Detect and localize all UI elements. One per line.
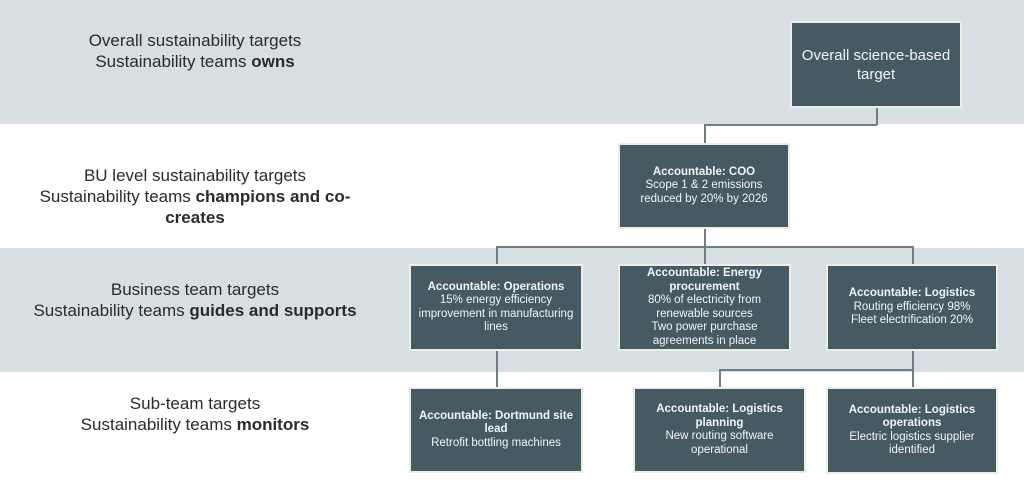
- band-label-line2: Sustainability teams champions and co-: [0, 186, 390, 207]
- node-title: Accountable: Dortmund site lead: [419, 409, 573, 436]
- node-line: Two power purchase: [651, 321, 758, 333]
- node-title: Accountable: COO: [652, 165, 756, 178]
- band-label-prefix: Sustainability teams: [39, 187, 196, 206]
- band-label-role: guides and supports: [189, 301, 357, 320]
- connector-coo-up: [704, 124, 706, 144]
- band-label-line2: Sustainability teams monitors: [0, 414, 390, 435]
- node-dortmund-site-lead: Accountable: Dortmund site lead Retrofit…: [409, 387, 583, 473]
- band-label-business-team: Business team targets Sustainability tea…: [0, 279, 390, 321]
- band-label-prefix: Sustainability teams: [95, 52, 252, 71]
- node-line: 80% of electricity from: [647, 294, 762, 306]
- node-line: Retrofit bottling machines: [431, 436, 561, 449]
- node-line: lines: [484, 321, 508, 333]
- band-label-line1: Business team targets: [110, 280, 280, 299]
- band-label-line2: Sustainability teams guides and supports: [0, 300, 390, 321]
- connector-overall-down: [876, 107, 878, 125]
- band-label-line3: creates: [0, 207, 390, 228]
- node-logistics: Accountable: Logistics Routing efficienc…: [826, 264, 998, 351]
- node-line: Overall science-based: [801, 46, 951, 64]
- node-line: reduced by 20% by 2026: [640, 192, 768, 205]
- band-label-line1: Overall sustainability targets: [88, 31, 302, 50]
- node-line: agreements in place: [652, 334, 757, 347]
- node-line: Routing efficiency 98%: [853, 300, 971, 313]
- node-line: Electric logistics supplier: [849, 430, 975, 443]
- node-line: New routing software: [665, 430, 774, 442]
- band-label-bu-level: BU level sustainability targets Sustaina…: [0, 165, 390, 228]
- node-title: Accountable: Logistics planning: [656, 403, 783, 429]
- connector-operations-dortmund: [496, 350, 498, 388]
- connector-logistics-sub-horizontal: [719, 369, 913, 371]
- node-overall-science-based-target: Overall science-based target: [790, 21, 962, 108]
- node-line: Fleet electrification 20%: [850, 314, 974, 327]
- connector-logistics-up: [912, 246, 914, 265]
- node-line: 15% energy efficiency: [439, 294, 553, 306]
- band-label-role: monitors: [236, 415, 310, 434]
- node-coo: Accountable: COO Scope 1 & 2 emissions r…: [618, 143, 790, 229]
- node-line: target: [856, 65, 896, 83]
- connector-logistics-planning-up: [719, 369, 721, 388]
- band-label-line2: Sustainability teams owns: [0, 51, 390, 72]
- band-label-role: champions and co-: [195, 187, 351, 206]
- band-label-overall: Overall sustainability targets Sustainab…: [0, 30, 390, 72]
- node-title: Accountable: Logistics: [848, 287, 976, 300]
- node-logistics-operations: Accountable: Logistics operations Electr…: [826, 387, 998, 474]
- node-line: renewable sources: [656, 307, 753, 320]
- band-label-prefix: Sustainability teams: [80, 415, 237, 434]
- node-line: identified: [888, 444, 936, 456]
- node-operations: Accountable: Operations 15% energy effic…: [409, 264, 583, 351]
- band-label-line1: BU level sustainability targets: [83, 166, 307, 185]
- node-title: Accountable: Operations: [427, 280, 565, 293]
- node-energy-procurement: Accountable: Energy procurement 80% of e…: [618, 264, 791, 351]
- band-label-sub-team: Sub-team targets Sustainability teams mo…: [0, 393, 390, 435]
- node-title: Accountable: Logistics operations: [848, 403, 976, 430]
- node-line: Scope 1 & 2 emissions: [645, 179, 763, 192]
- node-logistics-planning: Accountable: Logistics planning New rout…: [633, 387, 806, 473]
- node-title: Accountable: Energy procurement: [646, 267, 763, 293]
- band-label-line1: Sub-team targets: [129, 394, 261, 413]
- connector-level3-horizontal: [496, 246, 913, 248]
- band-label-prefix: Sustainability teams: [33, 301, 190, 320]
- band-label-role: owns: [251, 52, 295, 71]
- band-label-role-cont: creates: [165, 208, 225, 227]
- connector-overall-coo-horizontal: [704, 124, 877, 126]
- node-line: operational: [691, 443, 748, 456]
- connector-operations-up: [496, 246, 498, 265]
- node-line: improvement in manufacturing: [418, 307, 574, 320]
